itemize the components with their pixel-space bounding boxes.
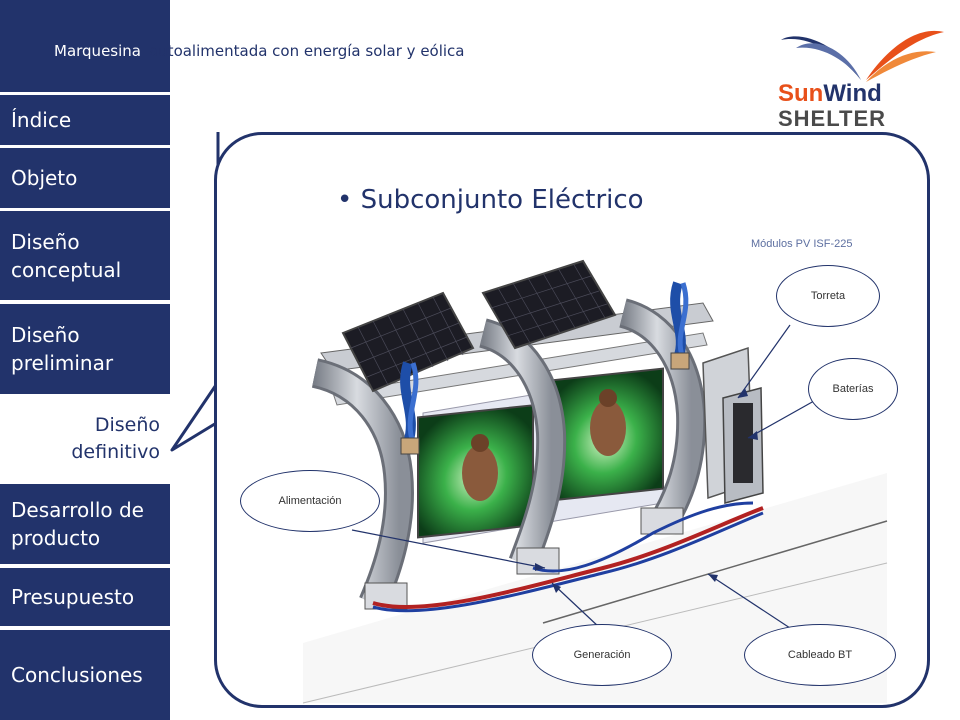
page-title-highlight: Marquesina (54, 40, 145, 62)
sidebar-item-conclusiones[interactable]: Conclusiones (0, 630, 170, 720)
callout-baterias: Baterías (808, 358, 898, 420)
callout-generacion: Generación (532, 624, 672, 686)
sidebar-item-objeto[interactable]: Objeto (0, 148, 170, 208)
sidebar-item-presupuesto[interactable]: Presupuesto (0, 568, 170, 626)
callout-cableado-bt: Cableado BT (744, 624, 896, 686)
callout-alimentacion: Alimentación (240, 470, 380, 532)
sidebar-item-label: Diseño conceptual (11, 229, 122, 282)
slide-heading: • Subconjunto Eléctrico (337, 185, 644, 215)
sidebar-item-label: Objeto (11, 166, 78, 190)
sidebar-item-diseno-conceptual[interactable]: Diseño conceptual (0, 211, 170, 300)
sidebar-item-label: Diseño preliminar (11, 323, 114, 375)
sidebar-item-label: Presupuesto (11, 585, 135, 609)
sidebar-nav: Índice Objeto Diseño conceptual Diseño p… (0, 0, 170, 720)
shelter-illustration (302, 259, 888, 704)
sidebar-item-indice[interactable]: Índice (0, 95, 170, 145)
sidebar-item-label: Diseño definitivo (71, 414, 160, 463)
sidebar-item-label: Desarrollo de producto (11, 498, 144, 550)
callout-torreta: Torreta (776, 265, 880, 327)
sunwind-logo: SunWind SHELTER (776, 20, 946, 132)
sidebar-item-diseno-definitivo[interactable]: Diseño definitivo (0, 397, 170, 481)
sidebar-item-diseno-preliminar[interactable]: Diseño preliminar (0, 304, 170, 394)
sidebar-item-label: Índice (11, 108, 72, 132)
modulos-label: Módulos PV ISF-225 (751, 238, 853, 250)
sidebar-item-desarrollo-producto[interactable]: Desarrollo de producto (0, 484, 170, 564)
wings-logo-icon (781, 30, 944, 82)
content-panel: • Subconjunto Eléctrico Módulos PV ISF-2… (214, 132, 930, 708)
page-title: Marquesina autoalimentada con energía so… (54, 40, 465, 62)
logo-text-sunwind: SunWind (778, 80, 882, 107)
logo-text-shelter: SHELTER (778, 106, 887, 131)
page-title-rest: autoalimentada con energía solar y eólic… (148, 42, 465, 60)
sidebar-item-label: Conclusiones (11, 663, 143, 687)
